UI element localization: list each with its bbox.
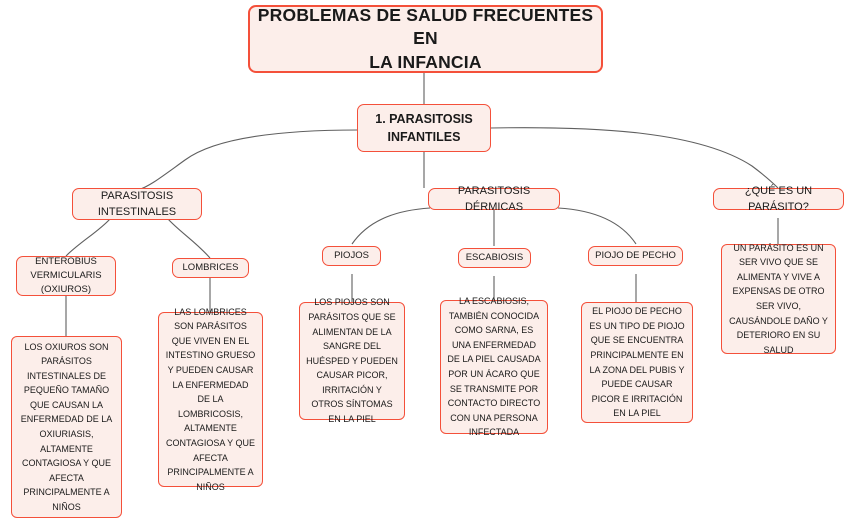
description-label-lombrices: LAS LOMBRICES SON PARÁSITOS QUE VIVEN EN… xyxy=(165,306,256,492)
connector-dermicas-to-piojos xyxy=(351,207,431,245)
connector-intestinales-to-enterobius xyxy=(65,218,111,257)
description-node-piojos[interactable]: LOS PIOJOS SON PARÁSITOS QUE SE ALIMENTA… xyxy=(299,297,405,424)
description-label-piojos: LOS PIOJOS SON PARÁSITOS QUE SE ALIMENTA… xyxy=(306,297,398,425)
description-node-enterobius[interactable]: LOS OXIUROS SON PARÁSITOS INTESTINALES D… xyxy=(11,336,122,518)
topic-label-piojos: PIOJOS xyxy=(334,249,369,261)
connector-intestinales-to-lombrices xyxy=(167,218,211,259)
topic-node-piojos[interactable]: PIOJOS xyxy=(322,246,381,266)
topic-label-enterobius: ENTEROBIUS VERMICULARIS (OXIUROS) xyxy=(30,255,102,296)
description-label-piojo-de-pecho: EL PIOJO DE PECHO ES UN TIPO DE PIOJO QU… xyxy=(589,306,685,419)
branch-node-parasitosis-dermicas[interactable]: PARASITOSIS DÉRMICAS xyxy=(428,185,560,213)
topic-label-lombrices: LOMBRICES xyxy=(182,261,239,273)
topic-node-escabiosis[interactable]: ESCABIOSIS xyxy=(458,248,531,268)
branch-node-parasitosis-intestinales[interactable]: PARASITOSIS INTESTINALES xyxy=(72,188,202,220)
description-label-escabiosis: LA ESCABIOSIS, TAMBIÉN CONOCIDA COMO SAR… xyxy=(447,296,541,438)
branch-label-intestinales: PARASITOSIS INTESTINALES xyxy=(97,189,177,219)
connector-dermicas-to-piojo-pecho xyxy=(557,207,637,245)
description-label-enterobius: LOS OXIUROS SON PARÁSITOS INTESTINALES D… xyxy=(20,341,113,512)
level1-node-parasitosis-infantiles[interactable]: 1. PARASITOSIS INFANTILES xyxy=(357,104,491,152)
branch-label-dermicas: PARASITOSIS DÉRMICAS xyxy=(457,184,531,214)
description-label-que-es: UN PARÁSITO ES UN SER VIVO QUE SE ALIMEN… xyxy=(729,242,828,355)
root-title-node[interactable]: PROBLEMAS DE SALUD FRECUENTES EN LA INFA… xyxy=(248,5,603,73)
level1-label: 1. PARASITOSIS INFANTILES xyxy=(375,111,473,144)
branch-label-que-es: ¿QUÉ ES UN PARÁSITO? xyxy=(744,184,813,214)
topic-node-lombrices[interactable]: LOMBRICES xyxy=(172,258,249,278)
topic-label-escabiosis: ESCABIOSIS xyxy=(465,251,524,263)
description-node-piojo-de-pecho[interactable]: EL PIOJO DE PECHO ES UN TIPO DE PIOJO QU… xyxy=(581,302,693,423)
root-title-label: PROBLEMAS DE SALUD FRECUENTES EN LA INFA… xyxy=(257,4,594,72)
description-node-lombrices[interactable]: LAS LOMBRICES SON PARÁSITOS QUE VIVEN EN… xyxy=(158,307,263,492)
connector-level1-to-intestinales xyxy=(137,129,359,191)
connector-level1-to-que-es xyxy=(489,127,779,189)
description-node-escabiosis[interactable]: LA ESCABIOSIS, TAMBIÉN CONOCIDA COMO SAR… xyxy=(440,296,548,437)
branch-node-que-es-un-parasito[interactable]: ¿QUÉ ES UN PARÁSITO? xyxy=(713,185,844,213)
topic-node-enterobius[interactable]: ENTEROBIUS VERMICULARIS (OXIUROS) xyxy=(16,256,116,296)
topic-node-piojo-de-pecho[interactable]: PIOJO DE PECHO xyxy=(588,246,683,266)
description-node-que-es-un-parasito[interactable]: UN PARÁSITO ES UN SER VIVO QUE SE ALIMEN… xyxy=(721,243,836,355)
topic-label-piojo-de-pecho: PIOJO DE PECHO xyxy=(595,249,676,261)
